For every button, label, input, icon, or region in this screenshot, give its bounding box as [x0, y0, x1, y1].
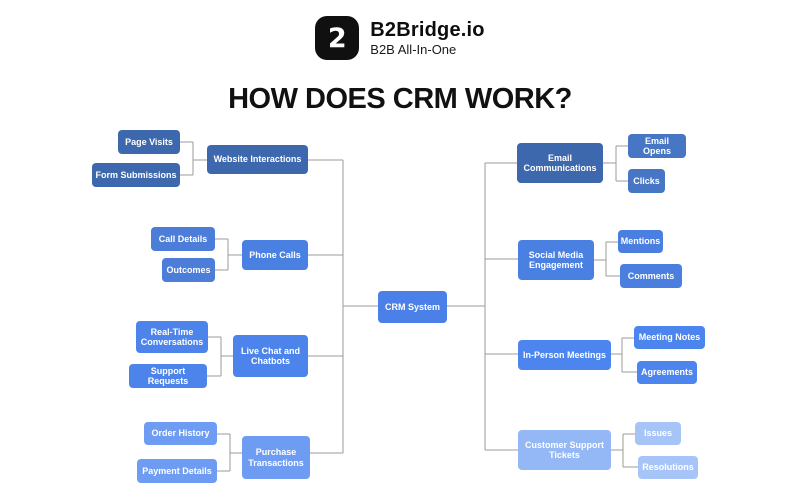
phone-calls-bracket — [215, 238, 242, 271]
node-website-interactions: Website Interactions — [207, 145, 308, 174]
social-bracket — [594, 241, 620, 277]
node-issues: Issues — [635, 422, 681, 445]
node-call-details: Call Details — [151, 227, 215, 251]
page-title: HOW DOES CRM WORK? — [228, 83, 572, 115]
brand-name: B2Bridge.io — [370, 19, 485, 41]
node-agreements: Agreements — [637, 361, 697, 384]
in-person-bracket — [611, 337, 637, 373]
right-trunk-line — [447, 162, 518, 451]
node-form-submissions: Form Submissions — [92, 163, 180, 187]
left-trunk-line — [308, 159, 378, 454]
brand-header: 2 B2Bridge.io B2B All-In-One — [0, 16, 800, 60]
email-bracket — [603, 145, 628, 182]
node-email-communications: Email Communications — [517, 143, 603, 183]
node-order-history: Order History — [144, 422, 217, 445]
brand-text: B2Bridge.io B2B All-In-One — [370, 18, 484, 58]
node-real-time-conversations: Real-Time Conversations — [136, 321, 208, 353]
brand-tagline: B2B All-In-One — [370, 42, 457, 57]
node-crm-system: CRM System — [378, 291, 447, 323]
node-customer-support-tickets: Customer Support Tickets — [518, 430, 611, 470]
node-purchase-transactions: Purchase Transactions — [242, 436, 310, 479]
node-support-requests: Support Requests — [129, 364, 207, 388]
node-meeting-notes: Meeting Notes — [634, 326, 705, 349]
purchase-bracket — [217, 433, 242, 472]
node-social-media-engagement: Social Media Engagement — [518, 240, 594, 280]
node-resolutions: Resolutions — [638, 456, 698, 479]
node-clicks: Clicks — [628, 169, 665, 193]
support-bracket — [611, 433, 638, 468]
b2bridge-logo-icon: 2 — [315, 16, 360, 60]
node-comments: Comments — [620, 264, 682, 288]
node-email-opens: Email Opens — [628, 134, 686, 158]
node-mentions: Mentions — [618, 230, 663, 253]
node-page-visits: Page Visits — [118, 130, 180, 154]
node-in-person-meetings: In-Person Meetings — [518, 340, 611, 370]
website-interactions-bracket — [180, 141, 207, 176]
live-chat-bracket — [207, 336, 233, 377]
node-phone-calls: Phone Calls — [242, 240, 308, 270]
node-live-chat-and-chatbots: Live Chat and Chatbots — [233, 335, 308, 377]
node-outcomes: Outcomes — [162, 258, 215, 282]
node-payment-details: Payment Details — [137, 459, 217, 483]
